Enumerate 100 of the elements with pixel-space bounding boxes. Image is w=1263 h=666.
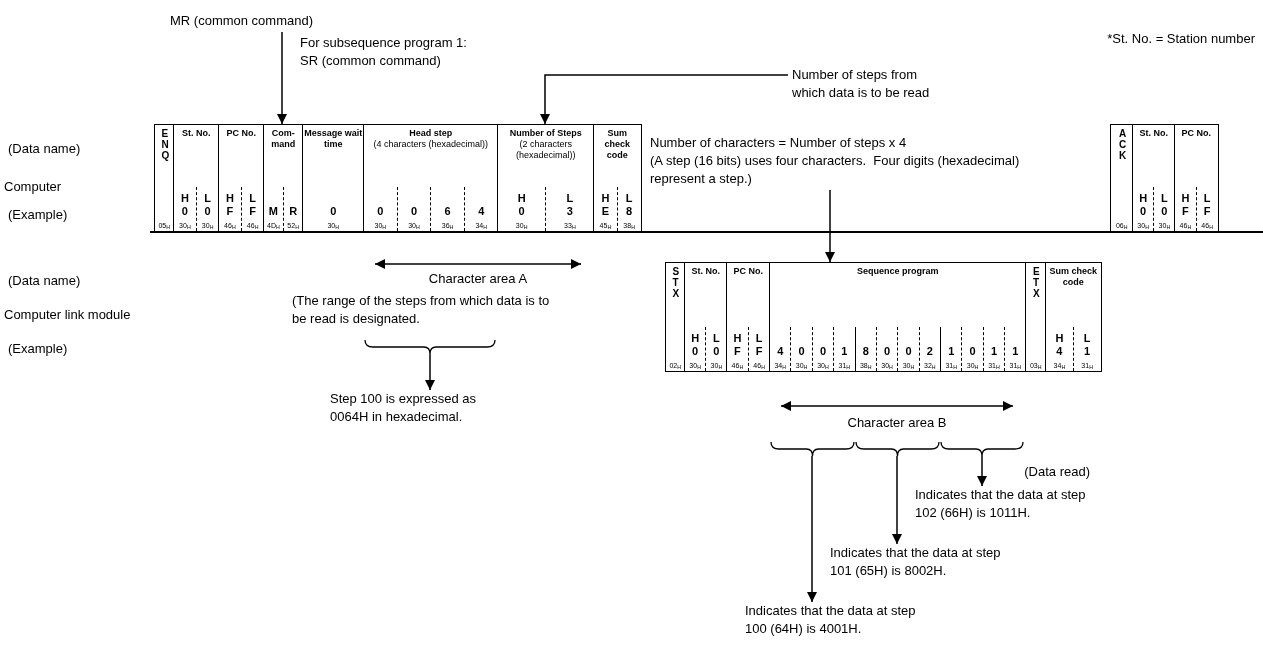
byte-position-label: L [1203, 192, 1211, 205]
text-label: Character area B [846, 414, 948, 432]
field-name: Message wait time [304, 128, 363, 150]
character-value: 2 [926, 345, 933, 358]
character-value: 1 [841, 345, 848, 358]
byte-position-label: H [225, 192, 234, 205]
character-value: 0 [884, 345, 891, 358]
character-value: 4 [478, 205, 485, 218]
character-value: F [226, 205, 234, 218]
field-name: Number of Steps [509, 128, 582, 139]
frame-field [684, 262, 728, 372]
text-label: Character area A [427, 270, 529, 288]
arrow [807, 455, 817, 603]
frame-field [154, 124, 175, 232]
character-value: 8 [626, 205, 633, 218]
arrow [540, 74, 789, 125]
character-value: 0 [181, 205, 188, 218]
frame-field [173, 124, 220, 232]
character-value: 4 [777, 345, 784, 358]
byte-position-label: H [1181, 192, 1190, 205]
character-value: 4 [1056, 345, 1063, 358]
frame-field [302, 124, 365, 232]
character-value: 0 [1140, 205, 1147, 218]
arrow [977, 455, 987, 487]
character-value: 1 [990, 345, 997, 358]
byte-position-label: L [204, 192, 211, 205]
field-name: Sum check code [1048, 266, 1098, 288]
field-name: PC No. [733, 266, 763, 277]
character-value: 6 [444, 205, 451, 218]
character-value: M [268, 205, 278, 218]
character-value: F [1203, 205, 1211, 218]
character-value: 0 [377, 205, 384, 218]
text-label: For subsequence program 1: SR (common command) [300, 34, 468, 70]
text-label: (Data name) [8, 140, 82, 158]
frame-field [593, 124, 642, 232]
character-value: 0 [330, 205, 337, 218]
byte-position-label: H [601, 192, 610, 205]
field-name: PC No. [1181, 128, 1211, 139]
frame-field [218, 124, 265, 232]
character-value: F [755, 345, 763, 358]
arrow [892, 455, 902, 545]
byte-position-label: L [1161, 192, 1168, 205]
field-name: ENQ [161, 128, 167, 161]
byte-position-label: L [713, 332, 720, 345]
byte-position-label: L [625, 192, 633, 205]
text-label: (The range of the steps from which data is to be read is designated. [292, 292, 551, 328]
arrow [825, 189, 835, 263]
frame-field [726, 262, 771, 372]
frame-field [1025, 262, 1047, 372]
character-value: 8 [862, 345, 869, 358]
byte-position-label: L [1083, 332, 1091, 345]
text-label: Computer [4, 178, 63, 196]
field-name: ACK [1118, 128, 1125, 161]
character-value: 1 [1012, 345, 1019, 358]
frame-field [1045, 262, 1102, 372]
byte-position-label: H [180, 192, 189, 205]
character-value: F [249, 205, 256, 218]
character-value: 0 [410, 205, 417, 218]
frame-field [1110, 124, 1134, 232]
frame-field [665, 262, 686, 372]
byte-position-label: H [517, 192, 526, 205]
field-name: St. No. [182, 128, 211, 139]
field-name: Com-mand [270, 128, 297, 150]
field-note: (2 characters (hexadecimal)) [515, 139, 577, 161]
arrow [425, 353, 435, 391]
annotation-note: (Data read) [1023, 463, 1090, 481]
byte-position-label: H [1139, 192, 1148, 205]
byte-position-label: H [733, 332, 742, 345]
byte-position-label: H [1055, 332, 1064, 345]
text-label: Computer link module [4, 306, 132, 324]
text-label: (Example) [8, 206, 69, 224]
character-value: 0 [819, 345, 826, 358]
field-note: (4 characters (hexadecimal)) [373, 139, 488, 150]
field-name: Sum check code [603, 128, 631, 161]
character-value: F [1182, 205, 1189, 218]
character-value: 0 [798, 345, 805, 358]
byte-position-label: L [249, 192, 256, 205]
character-value: 0 [905, 345, 912, 358]
character-value: 0 [1161, 205, 1168, 218]
byte-position-label: L [755, 332, 763, 345]
field-name: St. No. [691, 266, 720, 277]
character-value: F [734, 345, 741, 358]
character-value: 0 [692, 345, 699, 358]
frame-field [497, 124, 595, 232]
text-label: (Example) [8, 340, 69, 358]
frame-field [769, 262, 1027, 372]
frame-field [363, 124, 499, 232]
character-value: R [289, 205, 298, 218]
field-name: Sequence program [857, 266, 939, 277]
arrow [277, 31, 287, 125]
byte-position-label: H [691, 332, 700, 345]
text-label: *St. No. = Station number [1106, 30, 1255, 48]
character-value: 1 [1084, 345, 1091, 358]
field-name: St. No. [1139, 128, 1168, 139]
field-name: ETX [1032, 266, 1039, 299]
character-value: 3 [566, 205, 573, 218]
byte-position-label: L [566, 192, 574, 205]
character-value: 0 [204, 205, 211, 218]
field-name: Head step [409, 128, 453, 139]
character-value: 1 [948, 345, 955, 358]
